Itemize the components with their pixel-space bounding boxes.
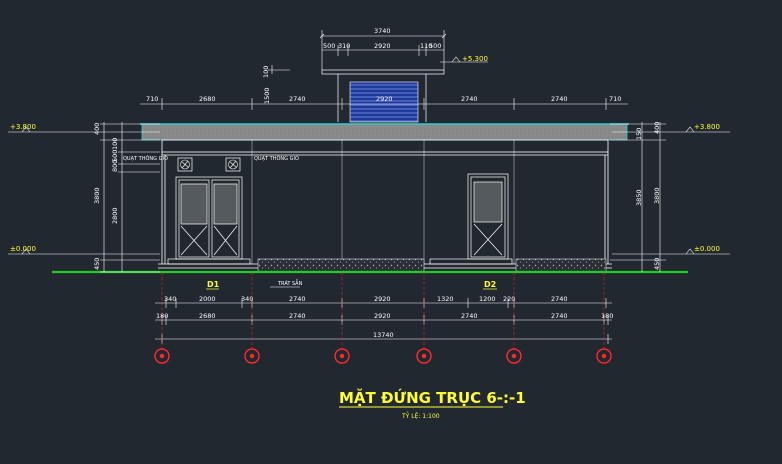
drawing-scale: TỶ LỆ: 1:100 bbox=[401, 412, 440, 420]
axis-bubble-3 bbox=[334, 348, 350, 364]
dim-row-710b: 710 bbox=[609, 95, 621, 103]
bottom-dim-180a: 180 bbox=[156, 312, 168, 320]
level-5300: +5.300 bbox=[462, 55, 488, 63]
label-vent-1: QUẠT THÔNG GIÓ bbox=[123, 155, 168, 162]
dim-row-2740a: 2740 bbox=[289, 95, 306, 103]
bottom-dim-2000: 2000 bbox=[199, 295, 216, 303]
top-dimension-parts bbox=[322, 45, 444, 56]
label-floor-finish: TRÁT SẪN bbox=[277, 279, 303, 287]
dim-3740: 3740 bbox=[374, 27, 391, 35]
right-vertical-dims bbox=[610, 122, 666, 272]
axis-bubble-2 bbox=[244, 348, 260, 364]
door-d1 bbox=[167, 176, 251, 265]
left-vertical-dims bbox=[100, 122, 160, 273]
axis-bubble-5 bbox=[506, 348, 522, 364]
bottom-dim-340b: 340 bbox=[241, 295, 253, 303]
dim-row-2740b: 2740 bbox=[461, 95, 478, 103]
bottom-dim-2920: 2920 bbox=[374, 295, 391, 303]
bottom-dim-1200: 1200 bbox=[479, 295, 496, 303]
roof-slab bbox=[141, 123, 628, 141]
bottom-dim-2680: 2680 bbox=[199, 312, 216, 320]
bottom-dim-2740c: 2740 bbox=[289, 312, 306, 320]
left-dim-100: 100 bbox=[111, 138, 119, 150]
axis-bubble-6 bbox=[596, 348, 612, 364]
attic-structure bbox=[321, 69, 445, 122]
vent-fan-2 bbox=[225, 157, 241, 172]
left-dim-450: 450 bbox=[93, 258, 101, 270]
left-dim-3800: 3800 bbox=[93, 187, 101, 204]
label-door-d2: D2 bbox=[484, 280, 496, 289]
left-dim-2800: 2800 bbox=[111, 207, 119, 224]
level-right-3800: +3.800 bbox=[694, 123, 720, 131]
dim-row-710a: 710 bbox=[146, 95, 158, 103]
dim-row-2740c: 2740 bbox=[551, 95, 568, 103]
right-dim-3850: 3850 bbox=[635, 189, 643, 206]
attic-height-dim bbox=[268, 65, 290, 74]
axis-lines bbox=[251, 140, 515, 264]
bottom-dim-2740b: 2740 bbox=[551, 295, 568, 303]
bottom-dim-2920b: 2920 bbox=[374, 312, 391, 320]
left-dim-800: 800 bbox=[111, 160, 119, 172]
dim-part-500a: 500 bbox=[323, 42, 335, 50]
bottom-dim-2740a: 2740 bbox=[289, 295, 306, 303]
ventilation-louver bbox=[349, 81, 419, 123]
bottom-dim-2740e: 2740 bbox=[551, 312, 568, 320]
floor-finish-hatch-2 bbox=[515, 258, 607, 273]
right-dim-400: 400 bbox=[653, 122, 661, 134]
dim-part-110: 110 bbox=[420, 42, 432, 50]
left-level-markers bbox=[8, 126, 160, 255]
bottom-dim-220: 220 bbox=[503, 295, 515, 303]
bottom-dim-13740: 13740 bbox=[373, 331, 394, 339]
right-level-markers bbox=[612, 126, 730, 255]
right-dim-3800: 3800 bbox=[653, 187, 661, 204]
door-d2 bbox=[429, 173, 513, 265]
top-row-dimension bbox=[140, 98, 628, 110]
right-dim-150: 150 bbox=[635, 128, 643, 140]
dim-part-2920: 2920 bbox=[374, 42, 391, 50]
dim-part-500b: 500 bbox=[429, 42, 441, 50]
dim-100-top: 100 bbox=[262, 66, 270, 78]
level-left-0000: ±0.000 bbox=[10, 245, 36, 253]
dim-row-2680: 2680 bbox=[199, 95, 216, 103]
dim-row-2920: 2920 bbox=[376, 95, 393, 103]
axis-guides bbox=[161, 272, 605, 348]
bottom-dim-2740d: 2740 bbox=[461, 312, 478, 320]
vent-fan-1 bbox=[177, 157, 193, 172]
level-left-3800: +3.800 bbox=[10, 123, 36, 131]
bottom-dim-1320: 1320 bbox=[437, 295, 454, 303]
label-vent-2: QUẠT THÔNG GIÓ bbox=[254, 155, 299, 162]
bottom-dim-340a: 340 bbox=[164, 295, 176, 303]
left-dim-400: 400 bbox=[93, 123, 101, 135]
dim-part-310: 310 bbox=[338, 42, 350, 50]
bottom-dim-180b: 180 bbox=[601, 312, 613, 320]
axis-bubble-1 bbox=[154, 348, 170, 364]
level-roof-marker bbox=[440, 56, 488, 63]
drawing-title: MẶT ĐỨNG TRỤC 6-:-1 bbox=[339, 387, 526, 407]
label-door-d1: D1 bbox=[207, 280, 220, 289]
left-dim-500: 500 bbox=[111, 150, 119, 162]
floor-finish-hatch-1 bbox=[257, 258, 425, 273]
right-dim-450: 450 bbox=[653, 258, 661, 270]
dim-attic-1500: 1500 bbox=[263, 87, 271, 104]
level-right-0000: ±0.000 bbox=[694, 245, 720, 253]
axis-bubble-4 bbox=[416, 348, 432, 364]
